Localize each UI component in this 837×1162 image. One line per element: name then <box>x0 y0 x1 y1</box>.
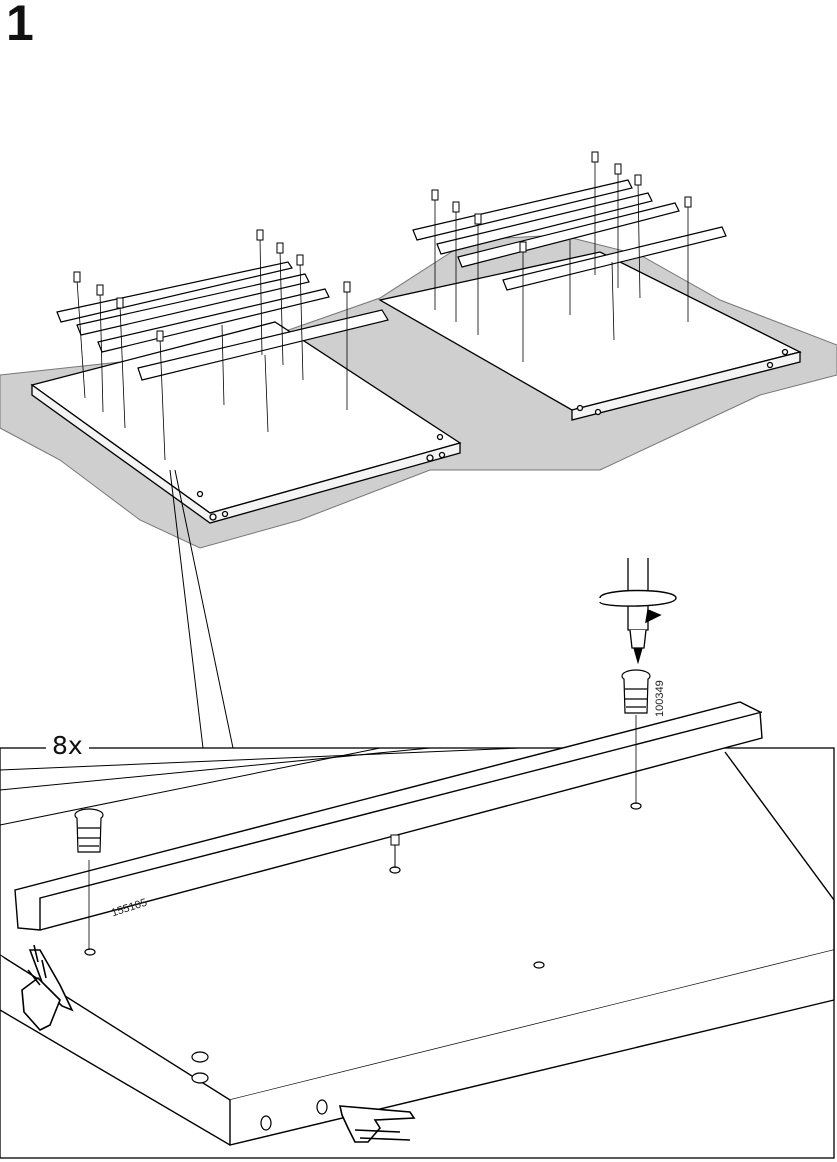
screwdriver-icon <box>628 558 648 662</box>
screw-part-100349 <box>622 670 650 713</box>
part-number-100349: 100349 <box>654 680 666 717</box>
screw-part-155105 <box>75 809 103 852</box>
pointing-hand-icon <box>340 1106 414 1142</box>
quantity-label: 8x <box>46 731 89 760</box>
